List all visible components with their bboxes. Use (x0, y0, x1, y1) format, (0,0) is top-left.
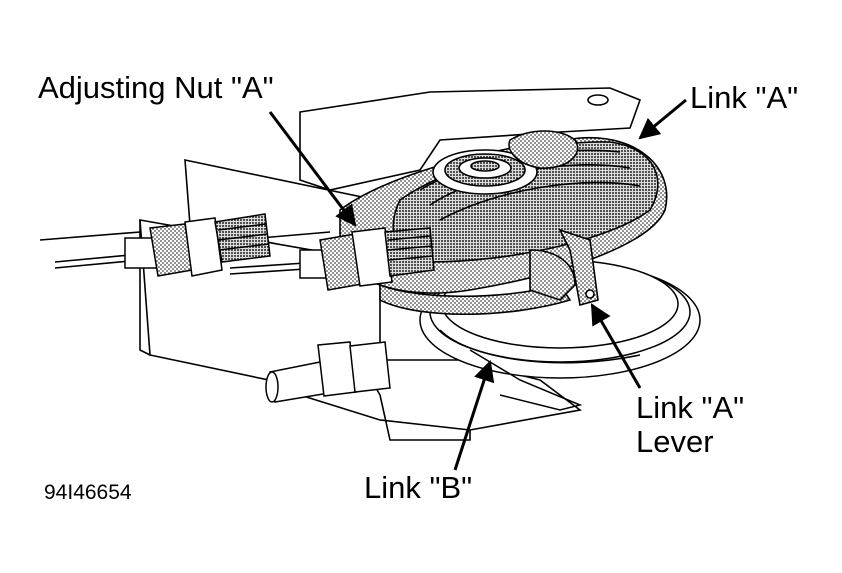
label-link-b: Link "B" (364, 470, 473, 505)
throttle-cables (39, 231, 331, 275)
left-cable-fitting (124, 213, 271, 277)
leader-link-a (638, 98, 687, 140)
leader-lines (268, 98, 687, 471)
leader-link-a-lever (590, 303, 642, 389)
figure-code: 94I46654 (44, 481, 132, 504)
label-link-a-lever-line2: Lever (636, 424, 714, 459)
leader-link-b (453, 360, 495, 471)
adjusting-nut-a-fitting (299, 227, 435, 291)
label-link-a: Link "A" (690, 80, 799, 115)
label-link-a-lever-line1: Link "A" (636, 390, 745, 425)
label-adjusting-nut-a: Adjusting Nut "A" (38, 70, 274, 105)
link-a-lever (558, 228, 599, 307)
leader-adjusting-nut-a (268, 111, 357, 227)
lower-stud (265, 341, 391, 403)
